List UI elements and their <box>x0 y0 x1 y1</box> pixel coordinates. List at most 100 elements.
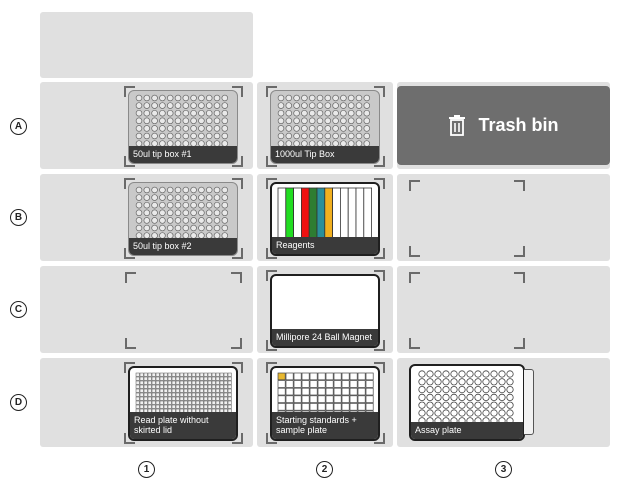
read-plate-d1[interactable]: Read plate without skirted lid <box>128 366 238 441</box>
plate-well <box>211 384 216 389</box>
plate-well <box>187 396 192 401</box>
plate-well <box>227 404 232 409</box>
plate-well <box>301 387 310 396</box>
plate-well <box>227 376 232 381</box>
plate-well <box>139 384 144 389</box>
plate-well <box>203 376 208 381</box>
plate-well <box>143 388 148 393</box>
magnet-block-c2[interactable]: Millipore 24 Ball Magnet <box>270 274 380 348</box>
plate-well <box>203 372 208 377</box>
tip-well <box>340 125 347 132</box>
plate-well <box>325 372 334 381</box>
trash-bin[interactable]: Trash bin <box>397 86 610 165</box>
tip-well <box>198 224 205 232</box>
tip-box-b1[interactable]: 50ul tip box #2 <box>128 182 238 256</box>
plate-well <box>490 409 498 417</box>
plate-well <box>482 385 490 394</box>
plate-well <box>506 385 514 394</box>
reagent-reservoir-b2[interactable]: Reagents <box>270 182 380 256</box>
plate-well <box>199 404 204 409</box>
tip-well <box>332 94 339 102</box>
tip-well <box>221 132 229 140</box>
plate-well <box>365 395 374 403</box>
tip-well <box>135 194 143 201</box>
slot-corner <box>124 433 135 444</box>
plate-well <box>139 396 144 401</box>
plate-well <box>482 393 490 401</box>
plate-well <box>151 372 156 377</box>
plate-well <box>325 403 334 411</box>
tip-well <box>308 117 316 125</box>
tip-well <box>340 102 347 109</box>
tip-well <box>213 217 221 224</box>
plate-well <box>450 401 458 409</box>
plate-well <box>293 395 302 403</box>
standards-plate-d2[interactable]: Starting standards + sample plate <box>270 366 380 441</box>
plate-well <box>171 404 176 409</box>
tip-well <box>363 125 371 132</box>
plate-well <box>179 384 184 389</box>
row-label-d: D <box>10 394 27 411</box>
tip-well <box>221 125 229 132</box>
tip-well <box>166 94 174 102</box>
slot-c1[interactable] <box>40 266 253 353</box>
plate-well <box>301 403 310 411</box>
tip-well <box>277 102 285 109</box>
plate-well <box>203 384 208 389</box>
tip-well <box>174 224 182 232</box>
tip-well <box>135 224 143 232</box>
plate-well <box>175 400 180 405</box>
plate-well <box>333 380 342 388</box>
tip-well <box>143 132 151 140</box>
tip-well <box>355 132 363 140</box>
tip-well <box>190 125 197 132</box>
tip-well <box>205 217 213 224</box>
plate-well <box>195 400 200 405</box>
slot-corner <box>231 272 242 283</box>
plate-well <box>498 370 506 378</box>
slot-corner <box>232 362 243 373</box>
plate-well <box>167 384 172 389</box>
tip-well <box>205 125 213 132</box>
slot-corner <box>266 362 277 373</box>
slot-c3[interactable] <box>397 266 610 353</box>
tip-well <box>143 194 151 201</box>
plate-well <box>426 393 434 401</box>
tip-well <box>182 109 190 117</box>
tip-well <box>205 209 213 217</box>
tip-well <box>363 102 371 109</box>
tip-well <box>143 224 151 232</box>
tip-well <box>308 125 316 132</box>
plate-well <box>219 372 224 377</box>
plate-well <box>199 388 204 393</box>
plate-well <box>139 380 144 385</box>
plate-well <box>357 387 366 396</box>
plate-well <box>490 385 498 394</box>
tip-well <box>174 209 182 217</box>
tip-well <box>205 186 213 194</box>
tip-well <box>221 217 229 224</box>
plate-well <box>155 400 160 405</box>
plate-well <box>357 380 366 388</box>
plate-well <box>139 372 144 377</box>
plate-well <box>426 378 434 386</box>
slot-corner <box>409 272 420 283</box>
assay-plate-d3[interactable]: Assay plate <box>409 364 525 441</box>
tip-box-a2[interactable]: 1000ul Tip Box <box>270 90 380 164</box>
plate-well <box>458 378 466 386</box>
tip-well <box>190 224 197 232</box>
plate-well <box>349 387 358 396</box>
plate-well <box>466 401 474 409</box>
plate-well <box>179 404 184 409</box>
tip-well <box>221 94 229 102</box>
plate-well <box>171 392 176 397</box>
tip-well <box>190 132 197 140</box>
slot-b3[interactable] <box>397 174 610 261</box>
plate-well <box>333 395 342 403</box>
plate-well <box>349 372 358 381</box>
tip-well <box>166 102 174 109</box>
tip-well <box>340 94 347 102</box>
tip-box-a1[interactable]: 50ul tip box #1 <box>128 90 238 164</box>
tip-well <box>355 94 363 102</box>
tip-well <box>277 109 285 117</box>
